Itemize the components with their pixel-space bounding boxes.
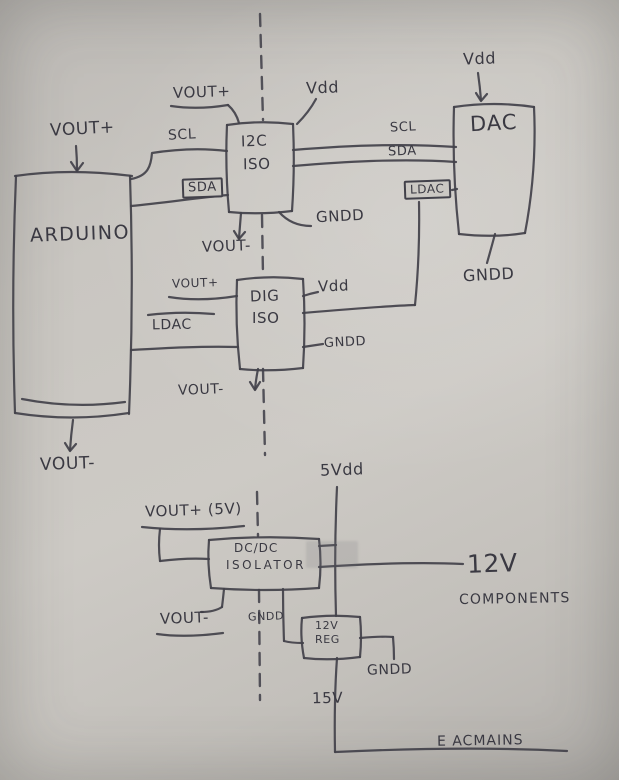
i2c-vdd-label: Vdd [305, 77, 340, 98]
dcdc-vout-minus-label: VOUT- [159, 608, 210, 628]
dcdc-block-label-line2: ISOLATOR [226, 558, 306, 572]
dig-gndd-label: GNDD [323, 333, 367, 352]
rail-12v-label: 12V [466, 548, 519, 579]
arduino-block-label: ARDUINO [29, 221, 131, 247]
reg-block-label-line2: REG [315, 633, 340, 646]
reg-gnd-wire [358, 635, 396, 661]
reg-block-outline [300, 614, 363, 661]
pencil-smudge [306, 541, 358, 568]
dac-scl-net-label: SCL [389, 119, 417, 136]
dac-power-wires [474, 71, 497, 265]
i2c-iso-block-label-line1: I2C [240, 131, 268, 151]
rail-15v-label: 15V [311, 688, 344, 708]
power-rail-vertical-wire [317, 485, 339, 754]
dig-iso-block-outline [235, 276, 306, 372]
dac-ldac-net-label-boxed: LDAC [403, 179, 451, 200]
i2c-iso-block-label-line2: ISO [242, 154, 271, 174]
i2c-vout-plus-label: VOUT+ [172, 82, 231, 102]
dig-iso-wires [129, 290, 325, 392]
dac-sda-net-label: SDA [387, 143, 417, 160]
i2c-vout-minus-label: VOUT- [201, 236, 252, 256]
i2c-bus-wires-to-dac [291, 144, 458, 168]
isolation-boundary-dashed-line [255, 12, 267, 702]
arduino-vout-plus-label: VOUT+ [49, 117, 116, 141]
dac-vdd-label: Vdd [462, 48, 497, 69]
i2c-gndd-label: GNDD [315, 205, 365, 227]
arduino-vout-minus-label: VOUT- [39, 453, 96, 475]
ac-mains-wire [333, 747, 569, 754]
dcdc-gndd-label: GNDD [247, 609, 285, 624]
dig-ldac-net-label: LDAC [151, 316, 192, 334]
dac-gndd-label: GNDD [462, 263, 515, 286]
arduino-vout-wires [63, 144, 85, 453]
ac-mains-label: E ACMAINS [436, 732, 524, 750]
dac-block-outline [452, 102, 536, 237]
dig-iso-block-label-line2: ISO [252, 309, 280, 327]
i2c-iso-block-outline [225, 121, 295, 215]
dcdc-block-label-line1: DC/DC [234, 541, 279, 555]
i2c-iso-wires [129, 97, 318, 241]
dcdc-isolator-block-outline [207, 536, 322, 592]
i2c-scl-net-label: SCL [167, 126, 197, 144]
dig-vout-minus-label: VOUT- [177, 381, 225, 399]
dcdc-vout-plus-label: VOUT+ (5V) [144, 499, 243, 521]
rail-5vdd-label: 5Vdd [319, 459, 365, 480]
dig-vout-plus-label: VOUT+ [171, 275, 219, 291]
rail-12v-components-label: COMPONENTS [458, 590, 571, 608]
dig-vdd-label: Vdd [317, 276, 350, 296]
dac-block-label: DAC [469, 109, 519, 137]
arduino-block-outline [12, 170, 134, 419]
dig-iso-block-label-line1: DIG [249, 286, 280, 306]
reg-gndd-label: GNDD [366, 661, 413, 679]
i2c-sda-net-label-boxed: SDA [181, 177, 224, 200]
reg-block-label-line1: 12V [315, 619, 339, 632]
